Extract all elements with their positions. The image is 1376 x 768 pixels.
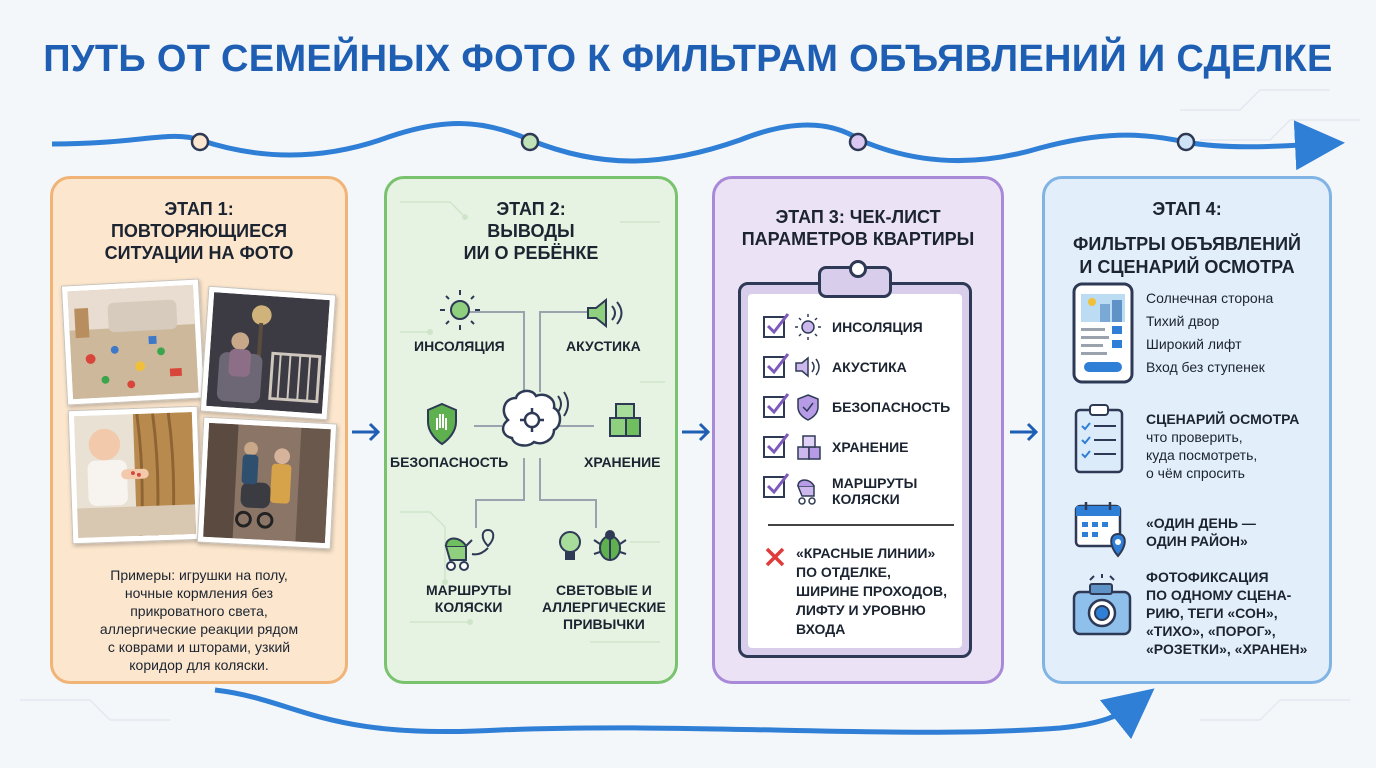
one-day-block: «ОДИН ДЕНЬ — ОДИН РАЙОН» (1146, 515, 1256, 549)
node-stage1 (190, 132, 210, 152)
photo-allergy-curtains (67, 405, 203, 545)
shield-icon (427, 402, 457, 446)
bug-icon (593, 530, 627, 561)
stage4-title: ЭТАП 4: ФИЛЬТРЫ ОБЪЯВЛЕНИЙ И СЦЕНАРИЙ ОС… (1073, 199, 1301, 277)
check-boxes-icon (763, 433, 821, 460)
clipboard-checklist-icon (1074, 404, 1124, 474)
page-title: ПУТЬ ОТ СЕМЕЙНЫХ ФОТО К ФИЛЬТРАМ ОБЪЯВЛЕ… (43, 38, 1333, 80)
filter-item: Широкий лифт (1146, 336, 1242, 352)
clip-ring-icon (849, 260, 867, 278)
check-sun-icon (763, 313, 821, 340)
checklist-item-storage: ХРАНЕНИЕ (762, 432, 909, 462)
camera-icon (1072, 574, 1132, 636)
stage3-title: ЭТАП 3: ЧЕК-ЛИСТ ПАРАМЕТРОВ КВАРТИРЫ (741, 207, 975, 249)
checklist-item-insolation: ИНСОЛЯЦИЯ (762, 312, 923, 342)
node-storage-label: ХРАНЕНИЕ (584, 454, 661, 470)
node-insolation-label: ИНСОЛЯЦИЯ (414, 338, 505, 354)
stroller-icon (444, 537, 473, 571)
sun-icon (440, 290, 480, 330)
photo-stroller-corridor (196, 416, 338, 550)
node-stage2 (520, 132, 540, 152)
node-acoustics-label: АКУСТИКА (566, 338, 641, 354)
checklist-item-acoustics: АКУСТИКА (762, 352, 907, 382)
arrow-1-2 (352, 422, 381, 442)
phone-listing-icon (1072, 282, 1134, 384)
node-stage4 (1176, 132, 1196, 152)
stage2-title: ЭТАП 2: ВЫВОДЫ ИИ О РЕБЁНКЕ (463, 199, 599, 263)
checklist-label: ХРАНЕНИЕ (832, 439, 909, 455)
stage1-examples: Примеры: игрушки на полу, ночные кормлен… (99, 567, 299, 673)
filter-item: Тихий двор (1146, 313, 1220, 329)
checklist-label: АКУСТИКА (832, 359, 907, 375)
checklist-label: БЕЗОПАСНОСТЬ (832, 399, 951, 415)
filter-item: Вход без ступенек (1146, 359, 1265, 375)
filter-item: Солнечная сторона (1146, 290, 1274, 306)
network-connectors (462, 311, 604, 528)
photo-fixation-block: ФОТОФИКСАЦИЯ ПО ОДНОМУ СЦЕНА- РИЮ, ТЕГИ … (1146, 569, 1308, 657)
boxes-icon (609, 403, 641, 437)
filter-list: Солнечная сторона Тихий двор Широкий лиф… (1146, 287, 1273, 379)
circuit-decoration (20, 89, 1360, 721)
timeline-nodes (190, 132, 1196, 152)
check-speaker-icon (763, 353, 820, 378)
node-stage3 (848, 132, 868, 152)
calendar-pin-icon (1074, 502, 1126, 558)
top-flow-arrow (51, 120, 1345, 171)
photo-toys-on-floor (60, 278, 206, 406)
stage2-network (427, 290, 641, 571)
arrow-2-3 (682, 422, 711, 442)
checklist-item-safety: БЕЗОПАСНОСТЬ (762, 392, 950, 422)
speaker-icon (587, 297, 623, 329)
stage2-circuit-pattern (400, 201, 665, 643)
checklist-divider (768, 524, 954, 526)
check-shield-icon (763, 393, 819, 421)
checklist-label: ИНСОЛЯЦИЯ (832, 319, 923, 335)
brain-icon (501, 389, 569, 447)
photo-night-feeding (199, 285, 337, 421)
red-cross-icon (765, 547, 785, 567)
bottom-flow-arrow (214, 687, 1155, 740)
arrow-3-4 (1010, 422, 1039, 442)
node-safety-label: БЕЗОПАСНОСТЬ (390, 454, 509, 470)
scenario-block: СЦЕНАРИЙ ОСМОТРА что проверить, куда пос… (1146, 411, 1300, 481)
stage1-title: ЭТАП 1: ПОВТОРЯЮЩИЕСЯ СИТУАЦИИ НА ФОТО (104, 199, 294, 263)
check-stroller-icon (763, 473, 816, 505)
route-pin-icon (471, 528, 495, 556)
bulb-icon (559, 531, 581, 560)
red-lines-text: «КРАСНЫЕ ЛИНИИ» ПО ОТДЕЛКЕ, ШИРИНЕ ПРОХО… (796, 545, 947, 637)
between-arrows (352, 422, 1039, 442)
clipboard-sheet (748, 294, 962, 648)
